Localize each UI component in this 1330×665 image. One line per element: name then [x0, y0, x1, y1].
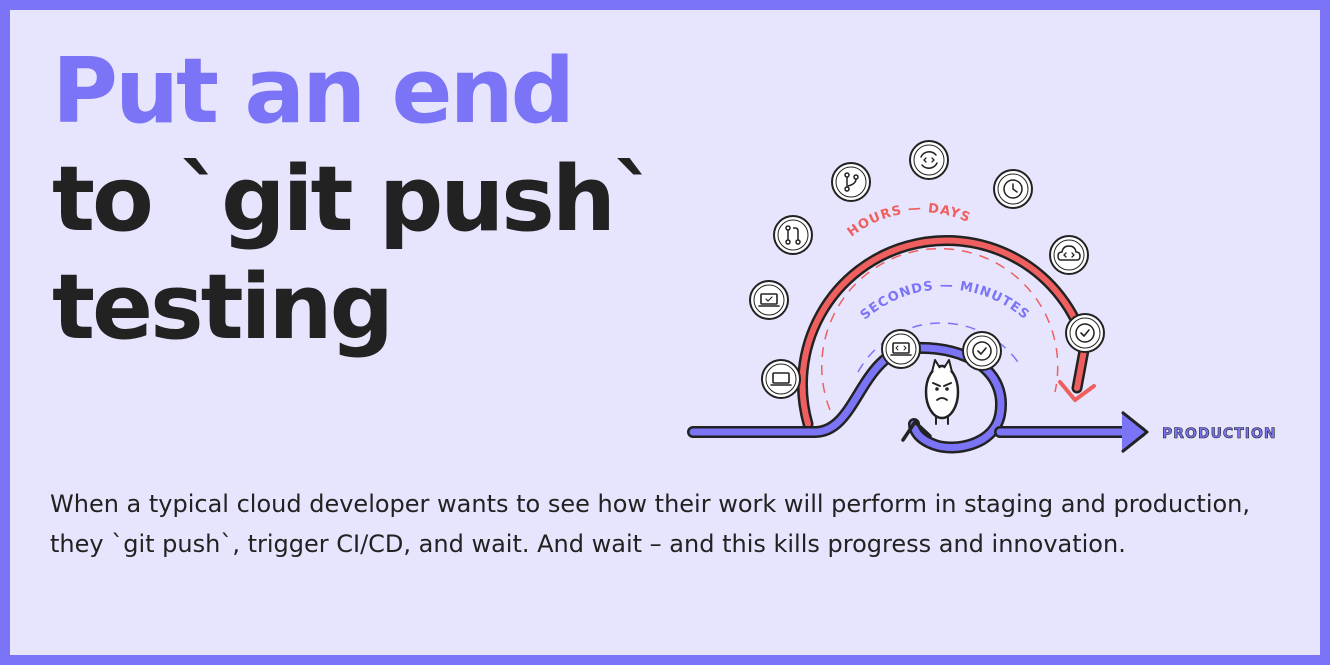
check-icon [1065, 313, 1105, 353]
fast-loop-dashed-arc [857, 322, 1021, 373]
fast-loop-return-arrowhead [901, 420, 932, 442]
laptop-icon [761, 359, 801, 399]
headline: Put an end to `git push` testing [52, 38, 658, 362]
headline-line-3: testing [52, 255, 394, 360]
git-branch-icon [831, 162, 871, 202]
cloud-code-icon [1049, 235, 1089, 275]
fast-loop [687, 322, 1149, 454]
svg-text:SECONDS — MINUTES: SECONDS — MINUTES [858, 278, 1032, 323]
check-icon [962, 331, 1002, 371]
production-label: PRODUCTION [1162, 426, 1277, 442]
slow-loop [796, 234, 1096, 430]
slow-loop-label: HOURS — DAYS [845, 201, 972, 240]
headline-line-2: to `git push` [52, 147, 658, 252]
developer-mascot-icon [924, 359, 960, 425]
production-arrowhead [1121, 410, 1149, 454]
headline-line-1: Put an end [52, 39, 575, 144]
svg-text:HOURS — DAYS: HOURS — DAYS [845, 201, 973, 240]
pull-request-icon [773, 215, 813, 255]
fast-loop-label: SECONDS — MINUTES [858, 278, 1031, 323]
clock-icon [993, 169, 1033, 209]
slow-loop-arrowhead [1058, 380, 1096, 402]
laptop-icon [749, 280, 789, 320]
slow-loop-dashed-arc [821, 247, 1059, 411]
code-refresh-icon [909, 140, 949, 180]
laptop-code-icon [881, 329, 921, 369]
description: When a typical cloud developer wants to … [50, 490, 1251, 558]
